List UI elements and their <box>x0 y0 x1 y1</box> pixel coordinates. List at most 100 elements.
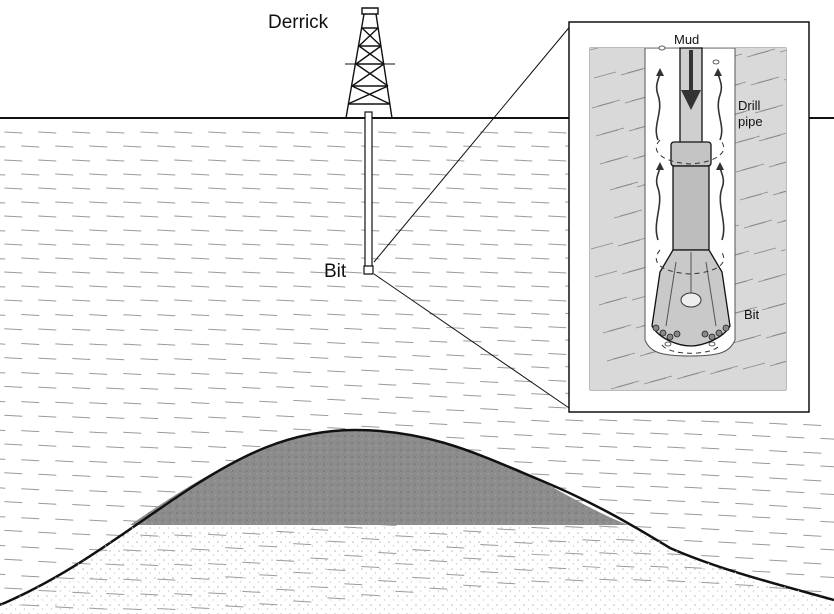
strata-dash <box>106 160 124 161</box>
strata-dash <box>463 395 481 396</box>
strata-dash <box>633 420 651 421</box>
derrick-tower-icon <box>345 8 395 118</box>
strata-dash <box>293 314 311 315</box>
strata-dash <box>344 216 362 217</box>
strata-dash <box>140 506 158 507</box>
strata-dash <box>429 423 447 424</box>
strata-dash <box>344 160 362 161</box>
strata-dash <box>820 577 834 578</box>
strata-dash <box>310 244 328 245</box>
strata-dash <box>616 513 634 514</box>
strata-dash <box>89 286 107 287</box>
strata-dash <box>242 358 260 359</box>
strata-dash <box>0 314 5 315</box>
strata-dash <box>820 549 834 550</box>
strata-dash <box>157 174 175 175</box>
strata-dash <box>514 354 532 355</box>
strata-dash <box>786 492 804 493</box>
strata-dash <box>378 160 396 161</box>
strata-dash <box>514 300 532 301</box>
bit-label: Bit <box>324 261 347 282</box>
strata-dash <box>344 188 362 189</box>
strata-dash <box>4 188 22 189</box>
strata-dash <box>55 258 73 259</box>
strata-dash <box>786 464 804 465</box>
strata-dash <box>157 491 175 492</box>
strata-dash <box>157 403 175 404</box>
strata-dash <box>480 381 498 382</box>
strata-dash <box>616 433 634 434</box>
strata-dash <box>548 188 566 189</box>
strata-dash <box>4 329 22 330</box>
strata-dash <box>55 519 73 520</box>
strata-dash <box>123 202 141 203</box>
strata-dash <box>0 458 5 459</box>
strata-dash <box>191 202 209 203</box>
strata-dash <box>327 202 345 203</box>
strata-dash <box>89 403 107 404</box>
strata-dash <box>191 432 209 433</box>
strata-dash <box>38 445 56 446</box>
strata-dash <box>0 516 5 517</box>
strata-dash <box>514 462 532 463</box>
strata-dash <box>735 422 753 423</box>
strata-dash <box>21 174 39 175</box>
strata-dash <box>276 244 294 245</box>
strata-dash <box>293 230 311 231</box>
strata-dash <box>378 216 396 217</box>
strata-dash <box>276 216 294 217</box>
strata-dash <box>21 431 39 432</box>
strata-dash <box>548 327 566 328</box>
strata-dash <box>208 388 226 389</box>
strata-dash <box>174 132 192 133</box>
strata-dash <box>582 487 600 488</box>
strata-dash <box>89 174 107 175</box>
strata-dash <box>803 425 821 426</box>
strata-dash <box>293 343 311 344</box>
strata-dash <box>633 500 651 501</box>
strata-dash <box>310 386 328 387</box>
strata-dash <box>769 478 787 479</box>
strata-dash <box>242 387 260 388</box>
strata-dash <box>0 372 5 373</box>
strata-dash <box>327 146 345 147</box>
strata-dash <box>174 272 192 273</box>
strata-dash <box>446 300 464 301</box>
strata-dash <box>412 272 430 273</box>
strata-dash <box>259 174 277 175</box>
strata-dash <box>633 446 651 447</box>
strata-dash <box>463 258 481 259</box>
drill-pipe-label-line1: Drill <box>738 98 760 113</box>
strata-dash <box>21 460 39 461</box>
strata-dash <box>429 341 447 342</box>
strata-dash <box>650 513 668 514</box>
strata-dash <box>497 394 515 395</box>
strata-dash <box>55 286 73 287</box>
strata-dash <box>55 548 73 549</box>
strata-dash <box>225 286 243 287</box>
strata-dash <box>4 216 22 217</box>
strata-dash <box>174 160 192 161</box>
strata-dash <box>361 342 379 343</box>
strata-dash <box>701 448 719 449</box>
strata-dash <box>310 132 328 133</box>
strata-dash <box>514 216 532 217</box>
strata-dash <box>327 258 345 259</box>
strata-dash <box>106 216 124 217</box>
strata-dash <box>106 476 124 477</box>
strata-dash <box>106 417 124 418</box>
strata-dash <box>123 174 141 175</box>
strata-dash <box>412 300 430 301</box>
strata-dash <box>820 438 834 439</box>
strata-dash <box>820 466 834 467</box>
strata-dash <box>276 387 294 388</box>
strata-dash <box>21 202 39 203</box>
strata-dash <box>616 486 634 487</box>
strata-dash <box>4 272 22 273</box>
strata-dash <box>72 417 90 418</box>
strata-dash <box>72 188 90 189</box>
strata-dash <box>548 461 566 462</box>
strata-dash <box>599 446 617 447</box>
strata-dash <box>140 132 158 133</box>
